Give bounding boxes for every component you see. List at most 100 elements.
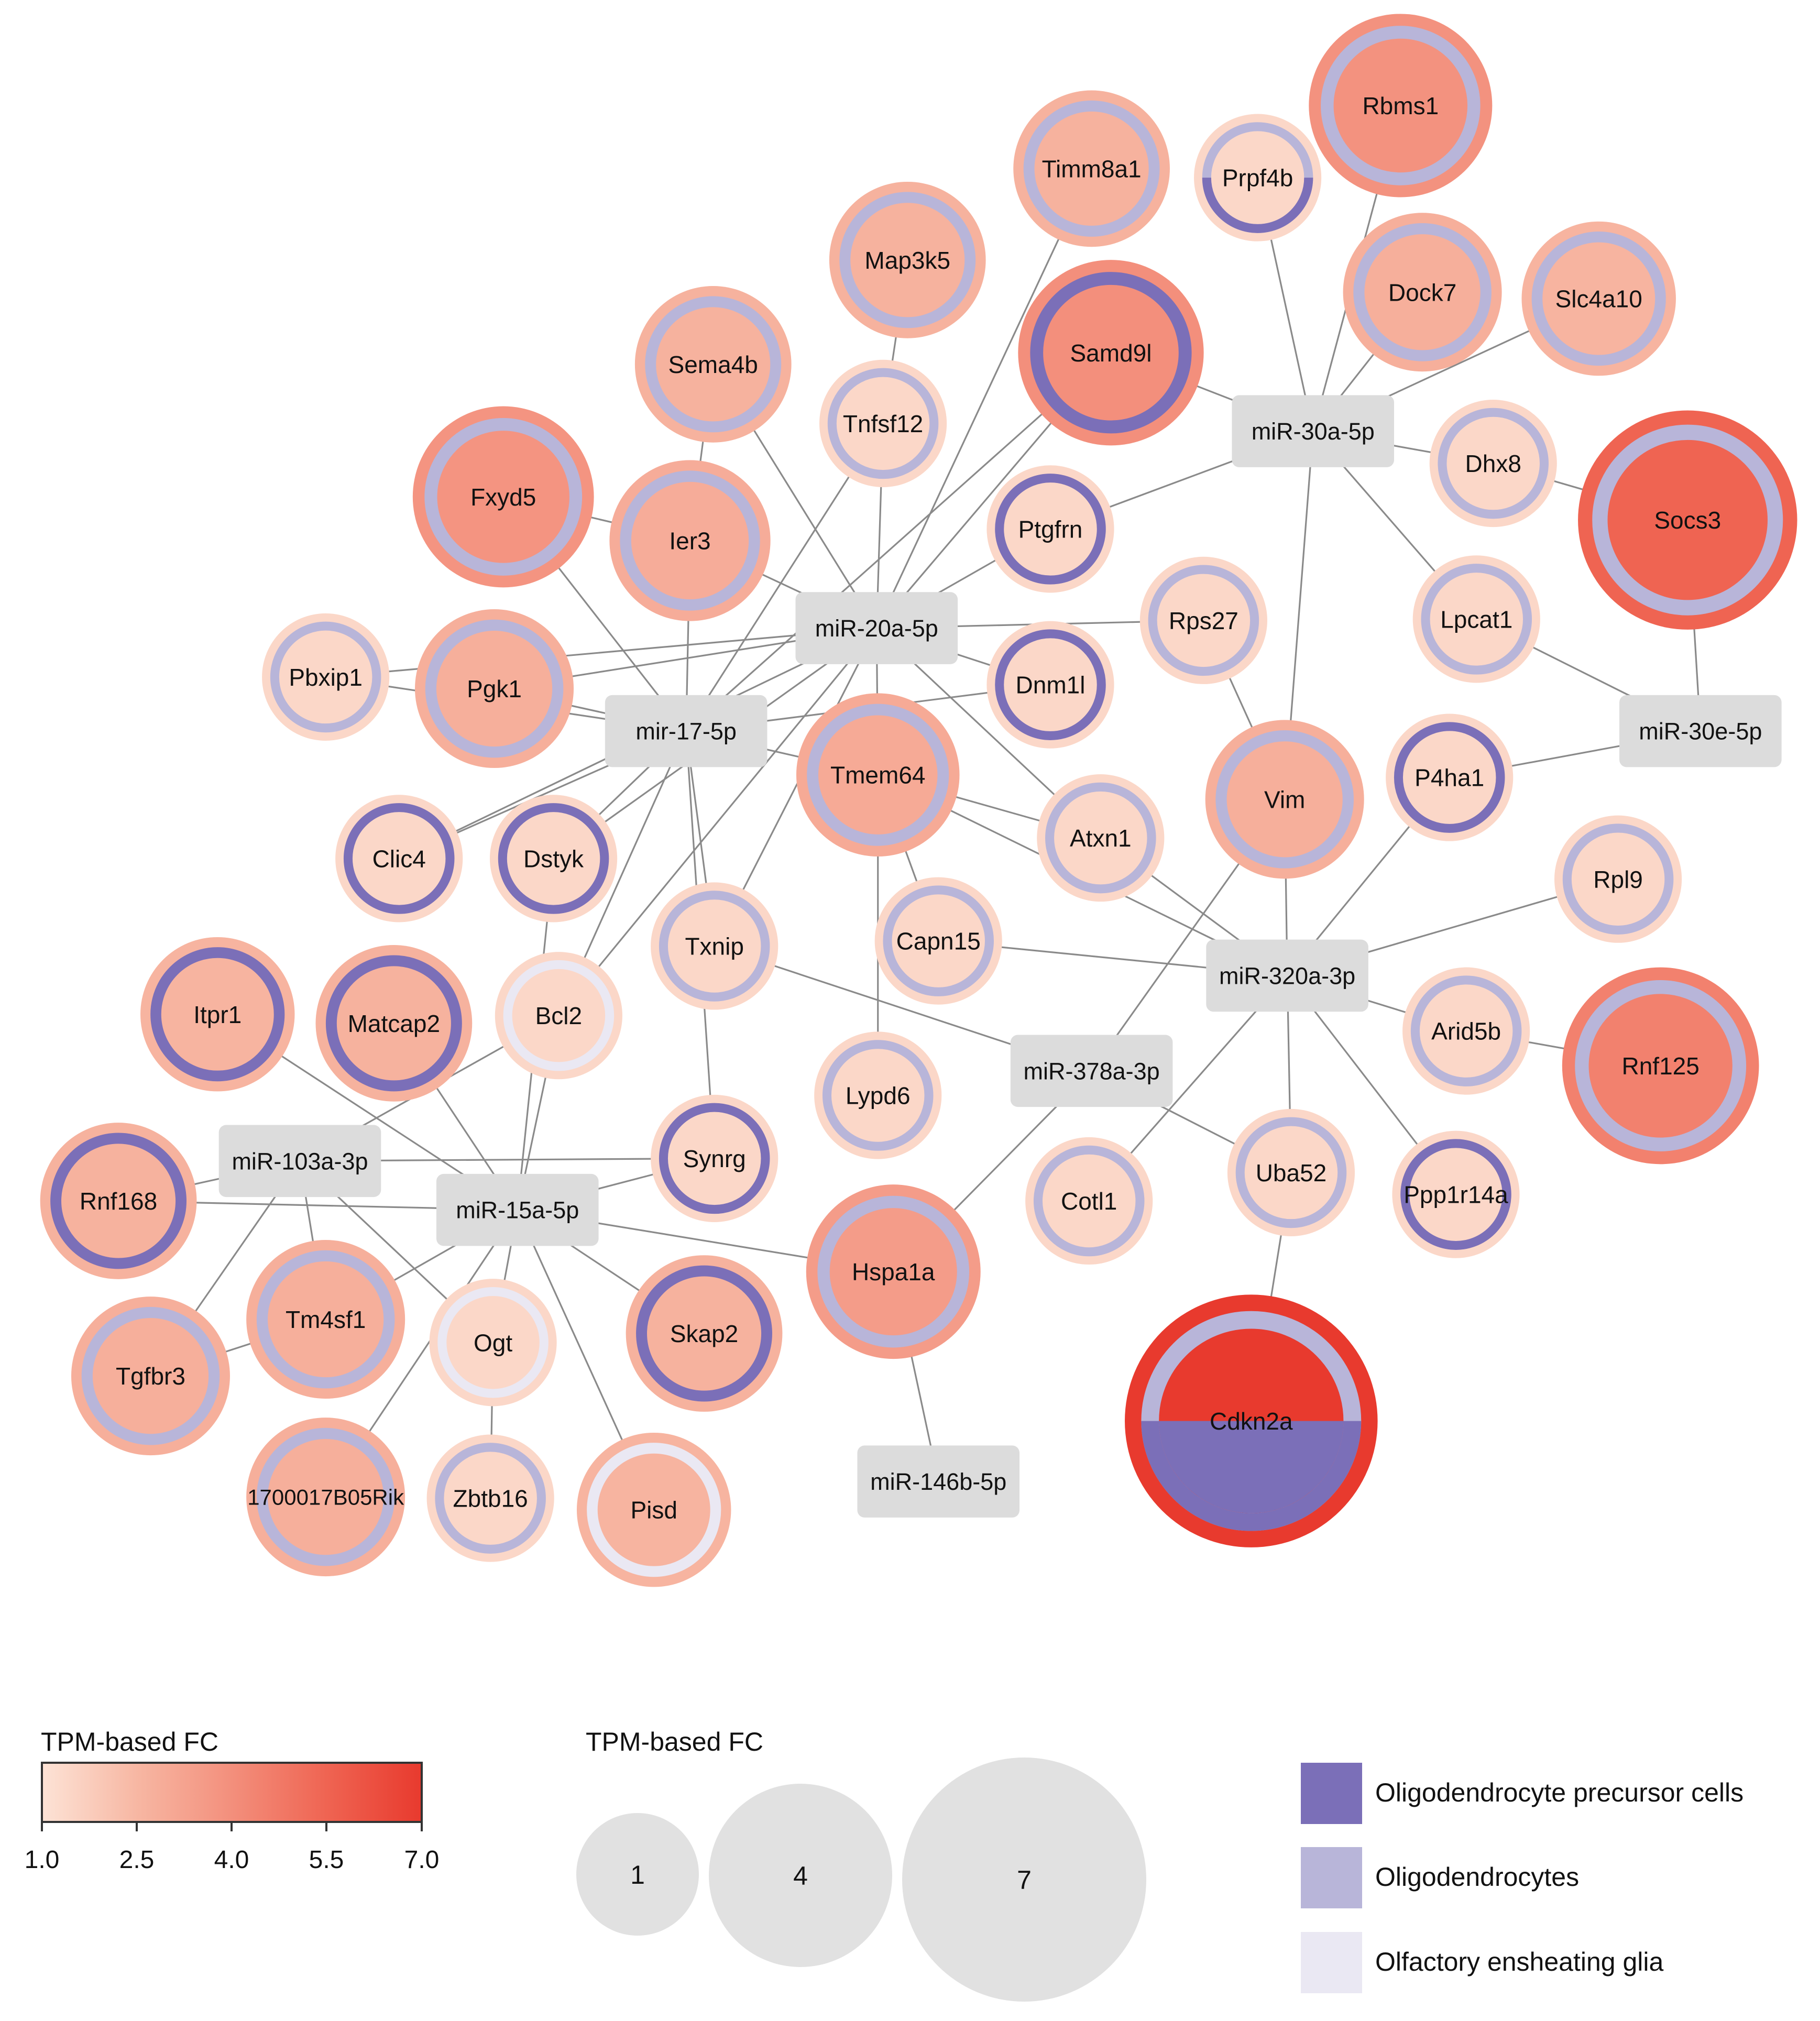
- mirna-node-m320[interactable]: miR-320a-3p: [1206, 939, 1368, 1012]
- oligodendrocytes-ring: [807, 704, 949, 846]
- gene-node-Pbxip1[interactable]: Pbxip1: [262, 613, 390, 741]
- mirna-node-m103[interactable]: miR-103a-3p: [218, 1125, 381, 1198]
- gene-node-outer: [986, 621, 1114, 749]
- gene-node-Vim[interactable]: Vim: [1205, 720, 1364, 879]
- size-legend-label: 1: [630, 1860, 645, 1890]
- gene-node-Clic4[interactable]: Clic4: [335, 795, 463, 922]
- gene-label: Fxyd5: [470, 484, 536, 511]
- gene-label: Rpl9: [1593, 866, 1643, 893]
- gene-node-Txnip[interactable]: Txnip: [651, 882, 779, 1010]
- gene-label: Pisd: [630, 1497, 677, 1524]
- gene-node-Itpr1[interactable]: Itpr1: [140, 937, 295, 1092]
- gene-node-Atxn1[interactable]: Atxn1: [1037, 774, 1165, 902]
- gene-node-Zbtb16[interactable]: Zbtb16: [426, 1434, 554, 1562]
- gene-node-Dstyk[interactable]: Dstyk: [489, 795, 618, 922]
- gene-node-Bcl2[interactable]: Bcl2: [495, 952, 622, 1080]
- gene-node-Rpl9[interactable]: Rpl9: [1554, 815, 1682, 943]
- gene-node-outer: [1013, 90, 1170, 247]
- gene-node-Synrg[interactable]: Synrg: [651, 1094, 779, 1222]
- mirna-box: [1619, 695, 1782, 767]
- gene-node-Ppp1r14a[interactable]: Ppp1r14a: [1392, 1130, 1520, 1258]
- gene-label: P4ha1: [1415, 764, 1484, 792]
- gene-node-Pgk1[interactable]: Pgk1: [415, 609, 574, 768]
- oligodendrocytes-ring: [1562, 823, 1674, 935]
- gene-label: Cdkn2a: [1210, 1408, 1293, 1435]
- gene-node-1700017B05Rik[interactable]: 1700017B05Rik: [246, 1418, 405, 1577]
- gene-node-Hspa1a[interactable]: Hspa1a: [806, 1184, 981, 1359]
- gene-label: Sema4b: [668, 351, 758, 378]
- mirna-box: [795, 592, 958, 664]
- mirna-node-m15[interactable]: miR-15a-5p: [436, 1173, 599, 1246]
- gene-node-outer: [140, 937, 295, 1092]
- gene-node-Slc4a10[interactable]: Slc4a10: [1521, 221, 1676, 376]
- opc-legend-label: Oligodendrocyte precursor cells: [1375, 1778, 1744, 1807]
- gene-node-Dnm1l[interactable]: Dnm1l: [986, 621, 1114, 749]
- gene-node-Capn15[interactable]: Capn15: [874, 877, 1002, 1005]
- mirna-node-m30e[interactable]: miR-30e-5p: [1619, 695, 1782, 767]
- size-legend-circle-large: [902, 1758, 1146, 2002]
- gene-label: Tgfbr3: [116, 1363, 185, 1390]
- gene-node-Dock7[interactable]: Dock7: [1343, 213, 1502, 372]
- gene-node-Rnf168[interactable]: Rnf168: [40, 1123, 197, 1279]
- edge-Bcl2-m20a: [558, 628, 878, 1016]
- mirna-node-layer: miR-30a-5p miR-20a-5p mir-17-5p miR-30e-5p m…: [218, 395, 1782, 1518]
- gene-node-Socs3[interactable]: Socs3: [1578, 410, 1797, 630]
- gene-node-Tnfsf12[interactable]: Tnfsf12: [819, 359, 947, 487]
- gene-node-outer: [1018, 260, 1204, 446]
- gene-node-Rps27[interactable]: Rps27: [1139, 556, 1267, 684]
- gene-node-Map3k5[interactable]: Map3k5: [829, 181, 986, 338]
- oligodendrocytes-ring: [1438, 408, 1549, 519]
- gene-node-Ier3[interactable]: Ier3: [609, 460, 771, 621]
- mirna-node-m17[interactable]: mir-17-5p: [605, 695, 768, 767]
- gene-node-Samd9l[interactable]: Samd9l: [1018, 260, 1204, 446]
- gene-node-outer: [1562, 967, 1759, 1165]
- gene-node-Fxyd5[interactable]: Fxyd5: [412, 406, 594, 588]
- opc-ring: [659, 1103, 770, 1214]
- gene-node-Matcap2[interactable]: Matcap2: [315, 945, 473, 1102]
- oligodendrocytes-ring: [1410, 975, 1522, 1086]
- gene-node-Prpf4b[interactable]: Prpf4b: [1194, 114, 1322, 241]
- gene-node-outer: [651, 1094, 779, 1222]
- gene-label: Rps27: [1169, 607, 1238, 634]
- gene-label: Vim: [1264, 786, 1305, 813]
- gene-label: Uba52: [1256, 1159, 1327, 1187]
- mirna-node-m30a[interactable]: miR-30a-5p: [1232, 395, 1395, 467]
- color-legend-title: TPM-based FC: [41, 1727, 218, 1756]
- gene-node-Rbms1[interactable]: Rbms1: [1309, 14, 1493, 197]
- gene-node-Ptgfrn[interactable]: Ptgfrn: [986, 465, 1114, 593]
- gene-label: Txnip: [685, 933, 743, 960]
- gene-label: Map3k5: [864, 247, 950, 274]
- gene-label: Samd9l: [1070, 339, 1152, 367]
- gene-node-P4ha1[interactable]: P4ha1: [1386, 713, 1514, 841]
- mirna-box: [436, 1173, 599, 1246]
- oligodendrocytes-ring: [1592, 424, 1783, 616]
- oligodendrocytes-ring: [1148, 565, 1259, 676]
- gene-node-Tgfbr3[interactable]: Tgfbr3: [71, 1297, 230, 1456]
- oligodendrocytes-ring: [1575, 980, 1747, 1151]
- gene-node-Ogt[interactable]: Ogt: [429, 1279, 557, 1407]
- gene-node-Arid5b[interactable]: Arid5b: [1402, 967, 1530, 1095]
- mirna-box: [857, 1445, 1020, 1518]
- mirna-node-m378[interactable]: miR-378a-3p: [1010, 1035, 1173, 1107]
- gene-node-Tmem64[interactable]: Tmem64: [796, 693, 960, 856]
- gene-node-Cotl1[interactable]: Cotl1: [1025, 1137, 1153, 1265]
- mirna-box: [218, 1125, 381, 1198]
- gene-node-Timm8a1[interactable]: Timm8a1: [1013, 90, 1170, 247]
- gene-node-Rnf125[interactable]: Rnf125: [1562, 967, 1759, 1165]
- mirna-node-m146[interactable]: miR-146b-5p: [857, 1445, 1020, 1518]
- gene-node-Lypd6[interactable]: Lypd6: [814, 1031, 942, 1159]
- gene-node-Tm4sf1[interactable]: Tm4sf1: [246, 1240, 405, 1399]
- gene-node-Dhx8[interactable]: Dhx8: [1429, 399, 1557, 528]
- oligodendrocytes-ring: [270, 621, 381, 733]
- gene-node-Lpcat1[interactable]: Lpcat1: [1412, 555, 1540, 683]
- gene-node-Skap2[interactable]: Skap2: [626, 1255, 783, 1412]
- gene-node-Pisd[interactable]: Pisd: [576, 1432, 731, 1587]
- mirna-label: miR-103a-3p: [232, 1148, 368, 1174]
- opc-ring: [325, 955, 462, 1092]
- mirna-node-m20a[interactable]: miR-20a-5p: [795, 592, 958, 664]
- gene-node-outer: [986, 465, 1114, 593]
- gene-node-Sema4b[interactable]: Sema4b: [634, 285, 792, 443]
- gene-node-Uba52[interactable]: Uba52: [1227, 1108, 1355, 1236]
- gene-node-Cdkn2a[interactable]: Cdkn2a: [1125, 1294, 1378, 1547]
- size-legend-label: 4: [793, 1861, 808, 1891]
